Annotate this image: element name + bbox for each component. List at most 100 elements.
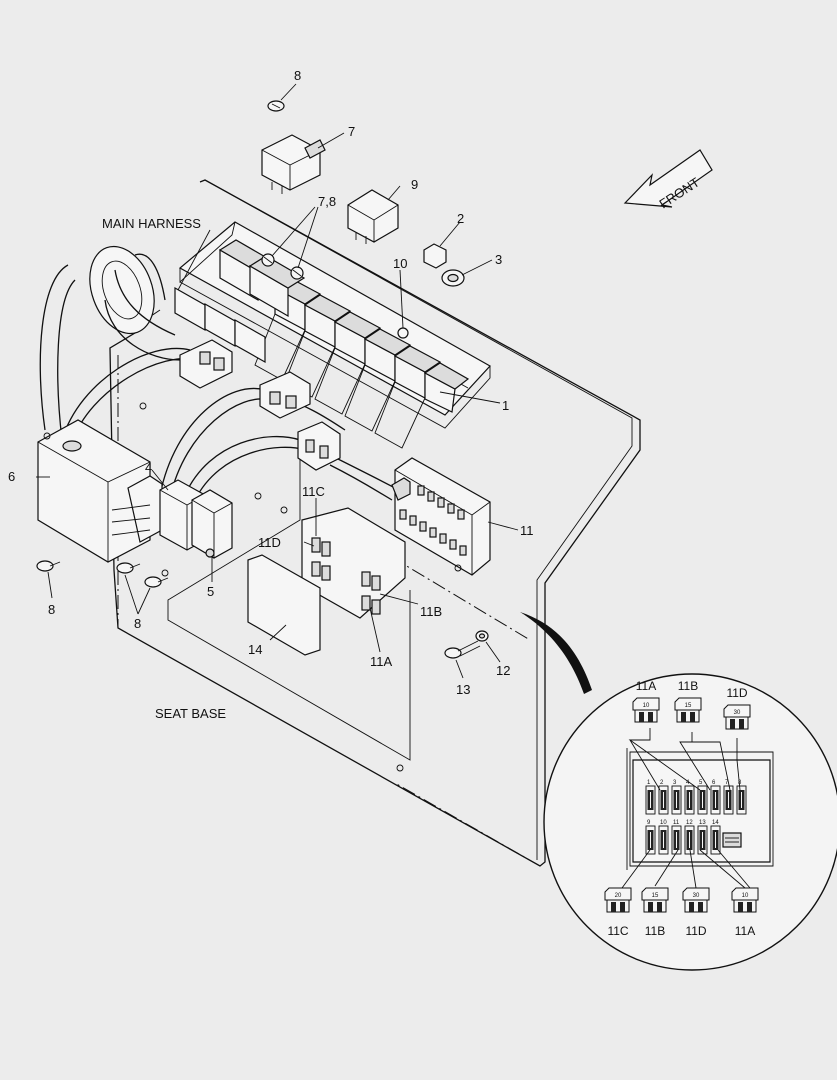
relay-socket: [284, 294, 352, 398]
bottom-fuse-lower: [684, 899, 708, 913]
bottom-fuse-body: [604, 887, 632, 901]
screw-13: [444, 640, 481, 659]
callout-4: 4: [145, 460, 152, 475]
top-fuse-fuse-body: [674, 697, 702, 711]
relay-socket: [314, 311, 382, 415]
fuse-row1-number: 8: [738, 780, 742, 786]
label-plate-14: [247, 554, 321, 656]
harness-connectors: [179, 339, 341, 471]
fuse-row2-number: 10: [660, 820, 667, 826]
detail-bottom-fuses: 20 11C 15 11B 30 11D 10 11A: [604, 887, 759, 938]
screw-8-top: [267, 100, 285, 112]
fuse-row2-number: 11: [673, 820, 680, 826]
callout-5: 5: [207, 584, 214, 599]
bottom-fuse-rating: 30: [693, 893, 700, 899]
fuse-row2-number: 13: [699, 820, 706, 826]
callout-11: 11: [520, 523, 534, 538]
top-fuse-fuse-lower: [725, 716, 749, 730]
callout-12: 12: [496, 663, 510, 678]
main-harness: [39, 245, 396, 501]
callout-11b-panel: 11B: [420, 604, 442, 619]
callout-9: 9: [411, 177, 418, 192]
top-fuse-rating: 15: [685, 703, 692, 709]
callout-6: 6: [8, 469, 15, 484]
top-fuse-fuse-blade: [639, 712, 644, 722]
top-fuse-11a: 11A 10: [632, 679, 660, 723]
washer-12: [475, 630, 489, 642]
bottom-fuse-blade: [747, 902, 752, 912]
fuse-block-label-area: [301, 507, 406, 619]
bottom-fuse-body: [731, 887, 759, 901]
relay-socket: [374, 345, 442, 449]
top-fuse-fuse-blade: [739, 719, 744, 729]
bottom-fuse-blade: [648, 902, 653, 912]
top-fuse-11b: 11B 15: [674, 679, 702, 723]
washer-3: [441, 269, 465, 287]
bottom-fuse-lower: [733, 899, 757, 913]
front-direction-arrow: FRONT: [623, 149, 713, 211]
bottom-fuse-rating: 10: [742, 893, 749, 899]
relay-socket: [344, 328, 412, 432]
callout-8-bottom: 8: [134, 616, 141, 631]
screws-7-8: [261, 253, 304, 280]
bottom-fuse-11b: 15 11B: [641, 887, 669, 938]
top-fuse-fuse-blade: [681, 712, 686, 722]
top-fuse-label: 11B: [678, 679, 698, 693]
bottom-fuse-blade: [620, 902, 625, 912]
callout-7-8: 7,8: [318, 194, 336, 209]
fuse-row2-number: 12: [686, 820, 693, 826]
bottom-fuse-blade: [657, 902, 662, 912]
leader-lines: [36, 83, 519, 679]
bottom-fuse-label: 11C: [607, 924, 628, 938]
callout-14: 14: [248, 642, 262, 657]
bottom-fuse-blade: [698, 902, 703, 912]
bottom-fuse-label: 11A: [735, 924, 755, 938]
top-fuse-rating: 10: [643, 703, 650, 709]
bottom-fuse-body: [682, 887, 710, 901]
bottom-fuse-11c: 20 11C: [604, 887, 632, 938]
fuse-row1-number: 7: [725, 780, 729, 786]
bottom-fuse-blade: [611, 902, 616, 912]
fuse-row1-number: 3: [673, 780, 677, 786]
bottom-fuse-lower: [643, 899, 667, 913]
callout-7: 7: [348, 124, 355, 139]
callout-1: 1: [502, 398, 509, 413]
top-fuse-fuse-body: [723, 704, 751, 718]
top-fuse-fuse-lower: [634, 709, 658, 723]
fuse-row1-number: 2: [660, 780, 664, 786]
screw-10: [397, 327, 409, 339]
callout-3: 3: [495, 252, 502, 267]
fuse-row1-number: 1: [647, 780, 651, 786]
bottom-fuse-label: 11B: [645, 924, 665, 938]
bottom-fuse-rating: 15: [652, 893, 659, 899]
callout-11a-panel: 11A: [370, 654, 392, 669]
control-module-6: [37, 419, 163, 563]
seat-base-label: SEAT BASE: [155, 706, 226, 721]
spare-slot: [722, 832, 742, 848]
callout-labels: 8 7 7,8 9 2 3 10 1 11 6 4 5 8 8 14 11D 1…: [8, 68, 534, 721]
fuse-row1-number: 5: [699, 780, 703, 786]
top-fuse-fuse-body: [632, 697, 660, 711]
callout-11c-panel: 11C: [302, 484, 325, 499]
relay-7: [261, 134, 326, 194]
relay-socket: [423, 362, 470, 413]
cap-2: [423, 243, 447, 269]
component-4-5: [159, 479, 288, 559]
bottom-fuse-blade: [738, 902, 743, 912]
top-fuse-fuse-blade: [648, 712, 653, 722]
fuse-row1-number: 6: [712, 780, 716, 786]
bottom-fuse-label: 11D: [685, 924, 706, 938]
bottom-fuse-lower: [606, 899, 630, 913]
top-fuse-fuse-lower: [676, 709, 700, 723]
fuse-row2-number: 9: [647, 820, 651, 826]
callout-2: 2: [457, 211, 464, 226]
detail-pointer: [520, 612, 592, 694]
main-harness-label: MAIN HARNESS: [102, 216, 201, 231]
bottom-fuse-rating: 20: [615, 893, 622, 899]
top-fuse-label: 11A: [636, 679, 656, 693]
screws-8-left: [36, 560, 169, 588]
